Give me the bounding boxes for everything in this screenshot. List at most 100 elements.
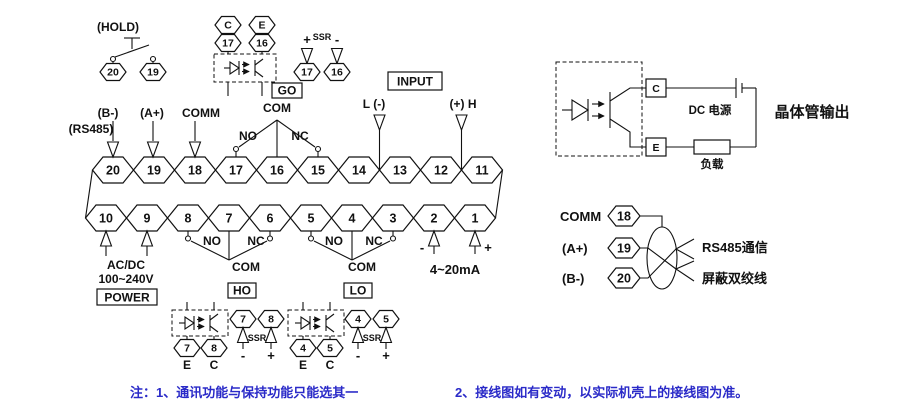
note-1: 注：1、通讯功能与保持功能只能选其一 (130, 385, 358, 400)
svg-text:14: 14 (352, 164, 366, 178)
svg-text:5: 5 (308, 212, 315, 226)
strip-right-edge (494, 169, 504, 219)
svg-text:19: 19 (147, 164, 161, 178)
ho-text: HO (233, 284, 251, 298)
transistor-output-title: 晶体管输出 (774, 103, 849, 121)
terminal-top-17: 17 (214, 156, 258, 184)
lo-ssr-option: 4 5 SSR - + (344, 309, 400, 363)
ssr-label: SSR (313, 32, 332, 42)
terminal-bottom-9: 9 (125, 204, 169, 232)
svg-text:11: 11 (475, 164, 488, 178)
rs485-terminal-19: 19 (617, 242, 631, 256)
lo-text: LO (350, 284, 367, 298)
svg-text:7: 7 (226, 212, 233, 226)
svg-text:12: 12 (434, 164, 448, 178)
ho-ssr-terminal-8: 8 (268, 314, 274, 326)
rs485-terminal-labels: (B-) (A+) (RS485) COMM (69, 106, 220, 158)
power-voltage-label: 100~240V (98, 272, 153, 286)
ho-ssr-plus-label: + (267, 348, 275, 363)
rs485-a-plus-label: (A+) (562, 241, 588, 256)
lo-nc-label: NC (365, 234, 383, 248)
terminal-top-11: 11 (460, 156, 504, 184)
svg-text:9: 9 (144, 212, 151, 226)
terminal-bottom-6: 6 (248, 204, 292, 232)
optocoupler-box (213, 53, 277, 83)
svg-text:10: 10 (99, 212, 113, 226)
lo-com-label: COM (348, 260, 376, 274)
terminal-bottom-5: 5 (289, 204, 333, 232)
ho-ssr-minus-label: - (241, 348, 245, 363)
terminal-top-19: 19 (132, 156, 176, 184)
c-box-label: C (652, 83, 660, 95)
input-plus-h-label: (+) H (450, 97, 477, 111)
lo-ssr-label: SSR (363, 333, 382, 343)
lo-no-label: NO (325, 234, 343, 248)
shielded-pair-text: 屏蔽双绞线 (702, 271, 767, 286)
rs485-comm-label: COMM (560, 209, 601, 224)
relay-no-label: NO (239, 129, 257, 143)
svg-text:1: 1 (472, 212, 479, 226)
svg-text:6: 6 (267, 212, 274, 226)
svg-text:16: 16 (270, 164, 284, 178)
lo-transistor-option: 4 5 E C (287, 302, 345, 372)
svg-text:8: 8 (185, 212, 192, 226)
terminal-top-12: 12 (419, 156, 463, 184)
comm-label: COMM (182, 106, 220, 120)
a-plus-label: (A+) (140, 106, 164, 120)
go-output-label: GO (271, 82, 303, 99)
input-l-minus-label: L (-) (363, 97, 385, 111)
hold-terminal-20: 20 (107, 67, 119, 79)
power-group: AC/DC 100~240V POWER (96, 230, 158, 306)
optocoupler-box (555, 61, 643, 157)
trans-terminal-16: 16 (256, 38, 268, 50)
note-2: 2、接线图如有变动，以实际机壳上的接线图为准。 (455, 385, 748, 400)
lo-relay-contacts: NO NC COM LO (307, 231, 397, 299)
lo-trans-c-label: C (326, 358, 335, 372)
terminal-bottom-2: 2 (412, 204, 456, 232)
lo-trans-e-label: E (299, 358, 307, 372)
optocoupler-icon (562, 87, 646, 148)
ho-trans-c-label: C (210, 358, 219, 372)
ho-transistor-option: 7 8 E C (171, 302, 229, 372)
terminal-top-15: 15 (296, 156, 340, 184)
terminal-top-14: 14 (337, 156, 381, 184)
lo-trans-terminal-4: 4 (300, 343, 306, 355)
terminal-bottom-7: 7 (207, 204, 251, 232)
b-minus-label: (B-) (98, 106, 119, 120)
twisted-pair-icon (640, 215, 695, 290)
terminal-bottom-1: 1 (453, 204, 497, 232)
ssr-plus-label: + (303, 32, 311, 47)
go-ssr-option: + SSR - 17 16 (293, 32, 351, 82)
trans-terminal-17: 17 (222, 38, 234, 50)
dc-power-label: DC 电源 (689, 103, 732, 117)
lo-ssr-terminal-5: 5 (383, 314, 389, 326)
lo-ssr-minus-label: - (356, 348, 360, 363)
svg-text:3: 3 (390, 212, 397, 226)
svg-text:15: 15 (311, 164, 325, 178)
ma-range-label: 4~20mA (430, 262, 481, 277)
strip-left-edge (84, 169, 94, 219)
svg-text:17: 17 (229, 164, 243, 178)
c-terminal-label: C (224, 20, 232, 32)
ssr-minus-label: - (335, 32, 339, 47)
ho-no-label: NO (203, 234, 221, 248)
terminal-bottom-10: 10 (84, 204, 128, 232)
terminal-bottom-8: 8 (166, 204, 210, 232)
ma-minus-label: - (420, 240, 424, 255)
terminal-bottom-3: 3 (371, 204, 415, 232)
hold-group: (HOLD) 20 19 (97, 20, 167, 82)
go-transistor-option: C E 17 16 (213, 15, 277, 96)
ssr-terminal-17: 17 (301, 67, 313, 79)
go-text: GO (278, 84, 297, 98)
rs485-b-minus-label: (B-) (562, 271, 584, 286)
ho-trans-e-label: E (183, 358, 191, 372)
power-acdc-label: AC/DC (107, 258, 145, 272)
go-relay-contacts: COM NO NC (232, 101, 322, 157)
svg-text:2: 2 (431, 212, 438, 226)
transistor-output-detail: C E DC 电源 晶体管输出 负载 (555, 61, 850, 171)
rs485-terminal-18: 18 (617, 210, 631, 224)
terminal-top-18: 18 (173, 156, 217, 184)
